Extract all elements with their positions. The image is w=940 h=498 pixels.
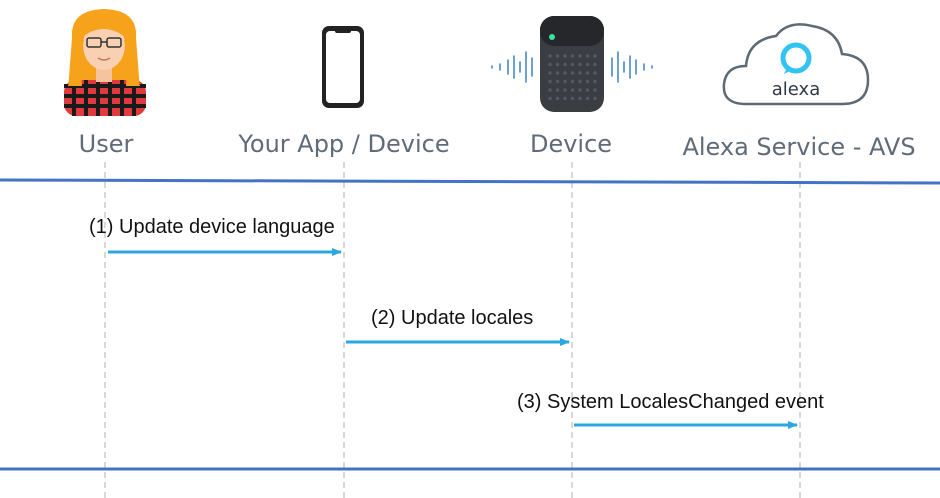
actor-label-avs: Alexa Service - AVS <box>682 133 916 161</box>
user-avatar-icon <box>64 9 146 116</box>
header-divider <box>0 178 940 185</box>
actor-label-app: Your App / Device <box>238 130 450 158</box>
message-label-1: (1) Update device language <box>89 216 335 238</box>
actor-label-user: User <box>78 130 134 158</box>
message-label-2: (2) Update locales <box>371 307 534 329</box>
smart-speaker-icon <box>491 16 653 112</box>
actor-label-device: Device <box>529 130 613 158</box>
alexa-logo-text: alexa <box>772 79 820 100</box>
smartphone-icon <box>322 26 364 108</box>
message-label-3: (3) System LocalesChanged event <box>517 391 824 413</box>
alexa-cloud-icon: alexa <box>722 23 870 106</box>
